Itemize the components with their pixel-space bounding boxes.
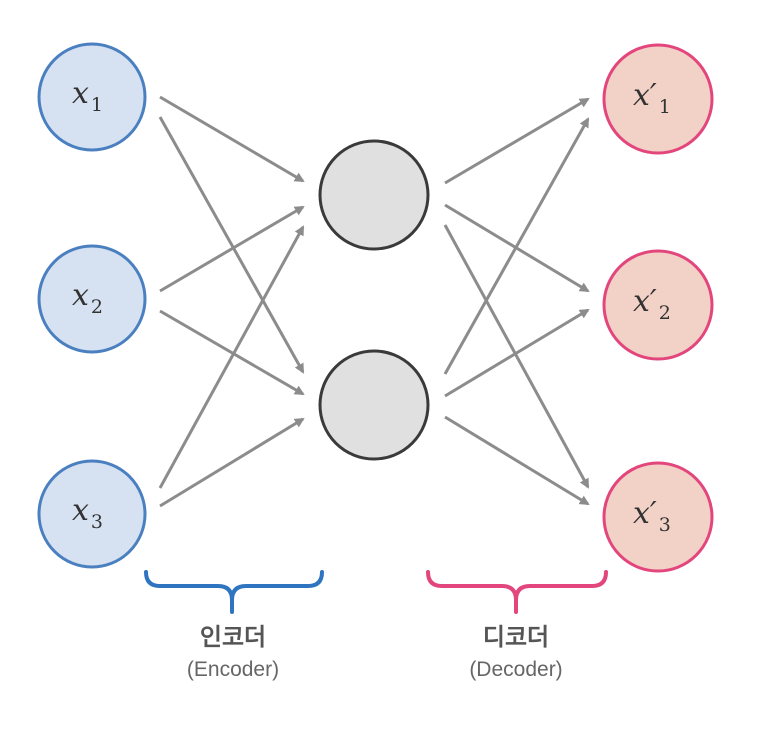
output-node-3-label: x′3: [633, 496, 671, 536]
output-layer: x′1 x′2 x′3: [602, 43, 714, 573]
decoder-group: 디코더 (Decoder): [426, 570, 608, 681]
hidden-layer: [318, 139, 430, 461]
edge-x2-h1: [159, 205, 305, 293]
encoder-label: 인코더: [200, 623, 266, 651]
output-node-2: x′2: [602, 249, 714, 361]
edge-h2-o2: [444, 308, 590, 398]
encoder-brace: [144, 570, 324, 614]
edge-h2-o3: [444, 415, 590, 506]
edge-x3-h2: [159, 417, 305, 508]
output-node-1: x′1: [602, 43, 714, 155]
encoder-group: 인코더 (Encoder): [144, 570, 324, 681]
output-node-2-label: x′2: [633, 284, 671, 324]
encoder-edges: [158, 95, 305, 508]
decoder-label: 디코더: [483, 623, 549, 651]
decoder-edges: [443, 97, 590, 506]
decoder-brace: [426, 570, 608, 614]
edge-x1-h1: [159, 95, 305, 183]
hidden-node-1: [318, 139, 430, 251]
edge-h1-o1: [444, 97, 590, 185]
decoder-sublabel: (Decoder): [469, 658, 562, 681]
encoder-sublabel: (Encoder): [187, 658, 279, 681]
edge-x1-h2: [158, 116, 305, 374]
edge-h1-o3: [443, 224, 590, 489]
edge-h2-o1: [443, 117, 590, 375]
output-node-1-label: x′1: [633, 78, 671, 118]
output-node-3: x′3: [602, 461, 714, 573]
edge-x3-h1: [158, 225, 305, 489]
edge-x2-h2: [159, 309, 305, 396]
hidden-node-2: [318, 349, 430, 461]
